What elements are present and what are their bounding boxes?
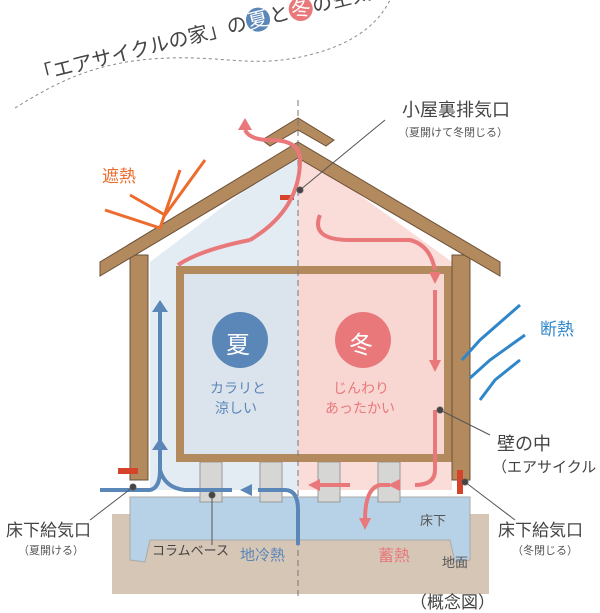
heat-storage-label: 蓄熱	[378, 546, 411, 565]
summer-text-1: カラリと	[210, 381, 266, 397]
floor-vent-left-note: （夏開ける）	[18, 544, 84, 557]
summer-air-flow	[100, 310, 300, 545]
winter-badge: 冬	[349, 331, 373, 359]
shade-heat-label: 遮熱	[102, 167, 136, 187]
floor-vent-left	[118, 468, 138, 474]
roof-vent-note: （夏開けて冬閉じる）	[398, 126, 508, 139]
underfloor-label: 床下	[420, 514, 447, 529]
floor-vent-right-note: （冬閉じる）	[512, 544, 578, 557]
winter-text-1: じんわり	[333, 381, 389, 397]
winter-air-flow	[176, 128, 437, 521]
winter-badge-circle	[335, 312, 391, 368]
room-frame	[176, 266, 452, 462]
right-wall	[451, 254, 471, 481]
shade-heat-arrows	[104, 159, 207, 230]
roof-vent-label: 小屋裏排気口	[402, 100, 510, 121]
floor-vent-right-label: 床下給気口	[498, 521, 583, 541]
leader-lines	[89, 119, 516, 545]
wall-inside-label: 壁の中	[497, 434, 551, 455]
column-base-label: コラムベース	[152, 544, 229, 559]
summer-text-2: 涼しい	[215, 401, 257, 417]
floor-vent-left-label: 床下給気口	[6, 521, 91, 541]
winter-text-2: あったかい	[325, 401, 395, 417]
insulation-label: 断熱	[540, 320, 574, 340]
summer-badge: 夏	[226, 331, 250, 359]
ground-surface-label: 地面	[442, 556, 469, 571]
left-wall	[129, 254, 149, 481]
summer-badge-circle	[212, 312, 268, 368]
house-diagram	[14, 0, 526, 600]
wall-inside-note: （エアサイクル	[492, 458, 597, 476]
ground-cool-label: 地冷熱	[240, 546, 286, 564]
roof-vent	[280, 195, 294, 200]
floor-vent-right	[457, 470, 463, 494]
title-curve	[14, 0, 391, 109]
insulation-arrows	[460, 303, 526, 401]
concept-label: （概念図）	[410, 593, 495, 613]
